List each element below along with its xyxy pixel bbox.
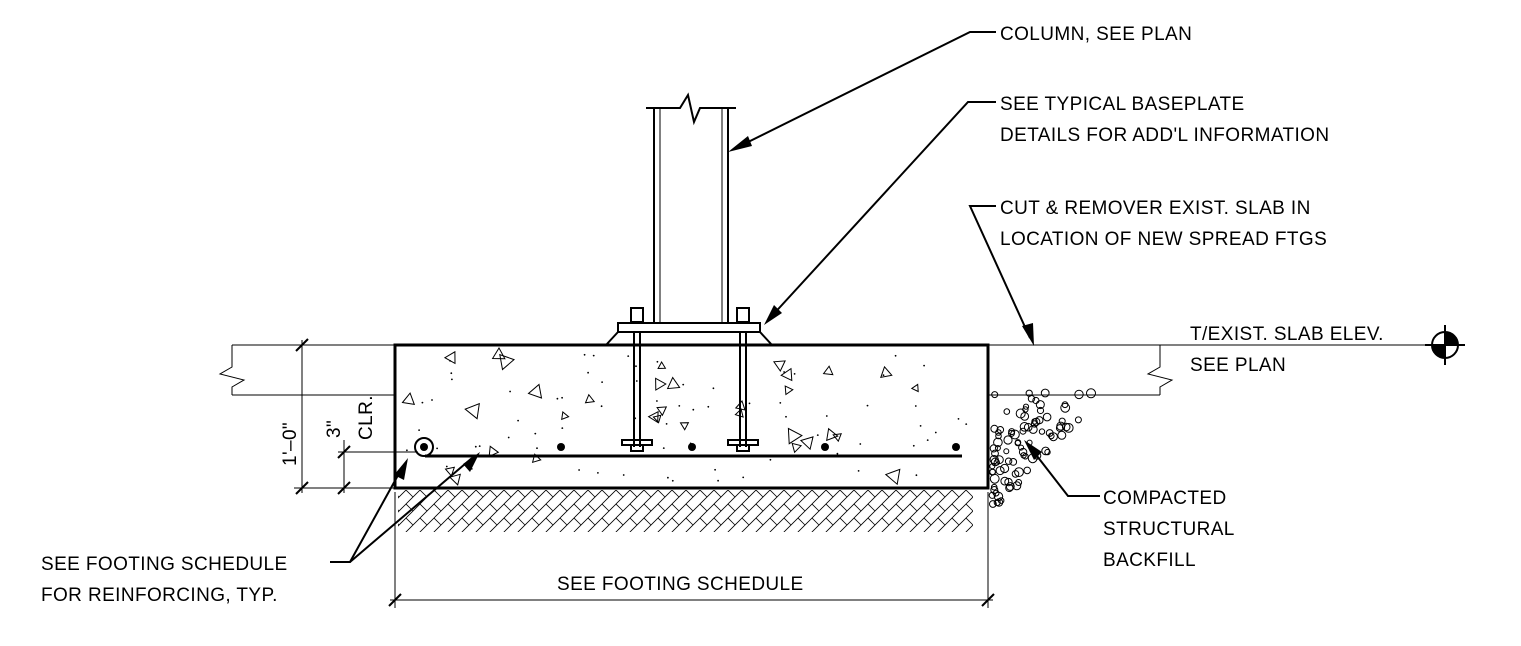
compacted-backfill-gravel — [988, 388, 1096, 508]
baseplate — [605, 322, 773, 346]
label-reinforcing-1: SEE FOOTING SCHEDULE — [41, 554, 288, 575]
depth-dimension — [294, 338, 418, 495]
label-column: COLUMN, SEE PLAN — [1000, 24, 1192, 45]
bottom-reinforcing — [414, 437, 962, 458]
label-cut-slab-1: CUT & REMOVER EXIST. SLAB IN — [1000, 198, 1311, 219]
footing — [393, 343, 990, 490]
label-backfill-1: COMPACTED — [1103, 488, 1227, 509]
label-width: SEE FOOTING SCHEDULE — [557, 574, 804, 595]
label-depth-dim: 1'–0" — [280, 422, 301, 466]
width-dimension — [388, 492, 995, 608]
label-clear-abbrev: CLR. — [356, 395, 377, 440]
elevation-target-symbol — [1425, 325, 1465, 365]
label-backfill-3: BACKFILL — [1103, 550, 1196, 571]
label-clear-dim: 3" — [324, 420, 345, 438]
label-baseplate-1: SEE TYPICAL BASEPLATE — [1000, 94, 1245, 115]
leader-lines — [330, 31, 1100, 563]
existing-slab-left — [218, 344, 395, 396]
label-cut-slab-2: LOCATION OF NEW SPREAD FTGS — [1000, 229, 1327, 250]
label-reinforcing-2: FOR REINFORCING, TYP. — [41, 585, 278, 606]
label-baseplate-2: DETAILS FOR ADD'L INFORMATION — [1000, 125, 1329, 146]
label-backfill-2: STRUCTURAL — [1103, 519, 1235, 540]
steel-column — [646, 92, 736, 323]
concrete-aggregate — [401, 347, 968, 486]
label-slab-elev: T/EXIST. SLAB ELEV. — [1190, 324, 1384, 345]
soil-hatch — [398, 490, 973, 532]
existing-slab-right — [988, 344, 1430, 396]
label-see-plan: SEE PLAN — [1190, 355, 1286, 376]
anchor-bolts — [621, 307, 759, 452]
